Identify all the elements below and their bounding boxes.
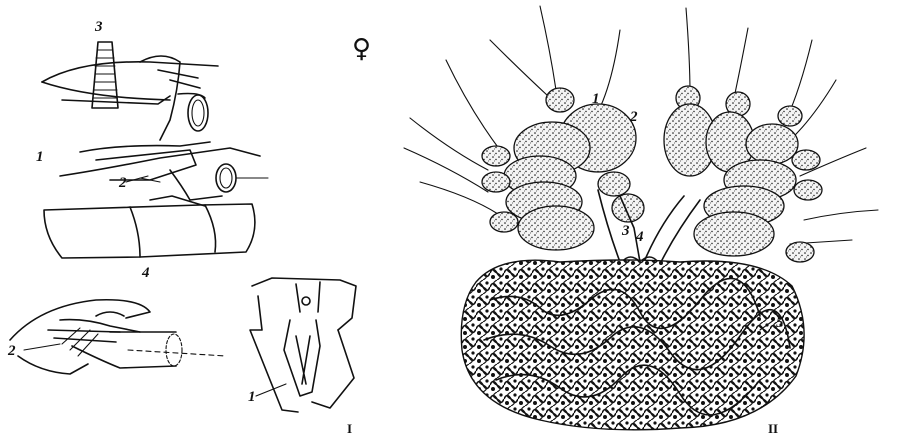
label-1: 1 [36,150,44,165]
leader-line [256,384,286,396]
ovipositor-upper-drawing [42,42,268,258]
label-2: 2 [119,176,127,191]
ovipositor-lower-drawing [10,300,226,374]
label-ovary-1: 1 [592,92,600,107]
screw-structure [92,42,118,108]
label-ovary-2: 2 [630,110,638,125]
label-oviduct-3: 3 [622,224,630,239]
label-oviduct-4: 4 [636,230,644,245]
leader-line [24,344,60,350]
label-3: 3 [95,20,103,35]
panel-numeral-i: I [347,422,352,435]
female-symbol: ♀ [352,36,371,62]
panel-numeral-ii: II [768,422,778,435]
ovaries-drawing [404,6,878,430]
label-gland-5: 5 [776,316,784,331]
label-2-lower: 2 [8,344,16,359]
label-1-lower: 1 [248,390,256,405]
label-4: 4 [142,266,150,281]
